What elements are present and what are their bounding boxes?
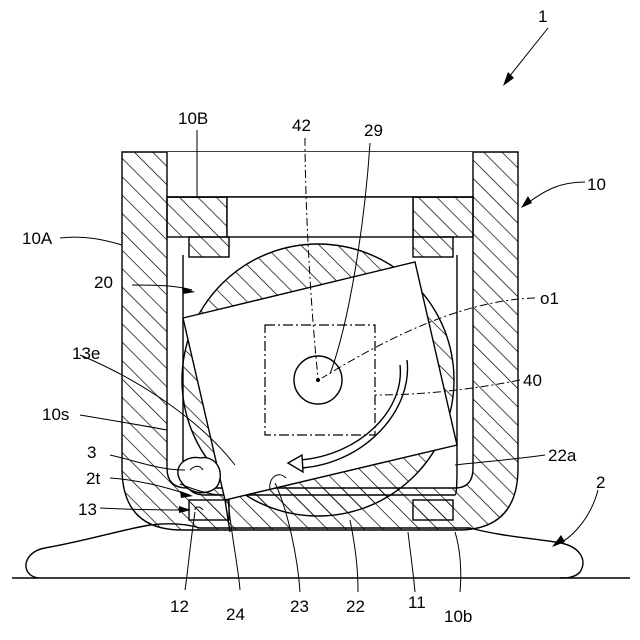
label-cap-side: 10A <box>22 229 53 248</box>
label-inner-surface: 10s <box>42 405 69 424</box>
label-particle: 3 <box>87 443 96 462</box>
label-axis: o1 <box>540 289 559 308</box>
label-rotor-surface: 22a <box>548 446 577 465</box>
label-shaft: 29 <box>364 121 383 140</box>
label-cap-top: 10B <box>178 109 208 128</box>
label-rotor-body: 22 <box>346 597 365 616</box>
substrate <box>12 524 630 578</box>
label-groove: 23 <box>290 597 309 616</box>
label-cap-recess: 13 <box>78 500 97 519</box>
rotor <box>182 244 457 516</box>
label-actuator: 40 <box>523 371 542 390</box>
label-rotor: 20 <box>94 273 113 292</box>
label-recess-edge: 13e <box>72 344 100 363</box>
label-cap-bottom: 10b <box>444 607 472 626</box>
label-cap-corner: 12 <box>170 597 189 616</box>
label-cap: 10 <box>587 175 606 194</box>
label-edge-point: 24 <box>226 605 245 624</box>
label-substrate-tip: 2t <box>86 469 100 488</box>
label-device: 1 <box>538 7 547 26</box>
label-substrate: 2 <box>596 473 605 492</box>
label-pin: 42 <box>292 116 311 135</box>
label-cap-opening: 11 <box>408 593 426 612</box>
